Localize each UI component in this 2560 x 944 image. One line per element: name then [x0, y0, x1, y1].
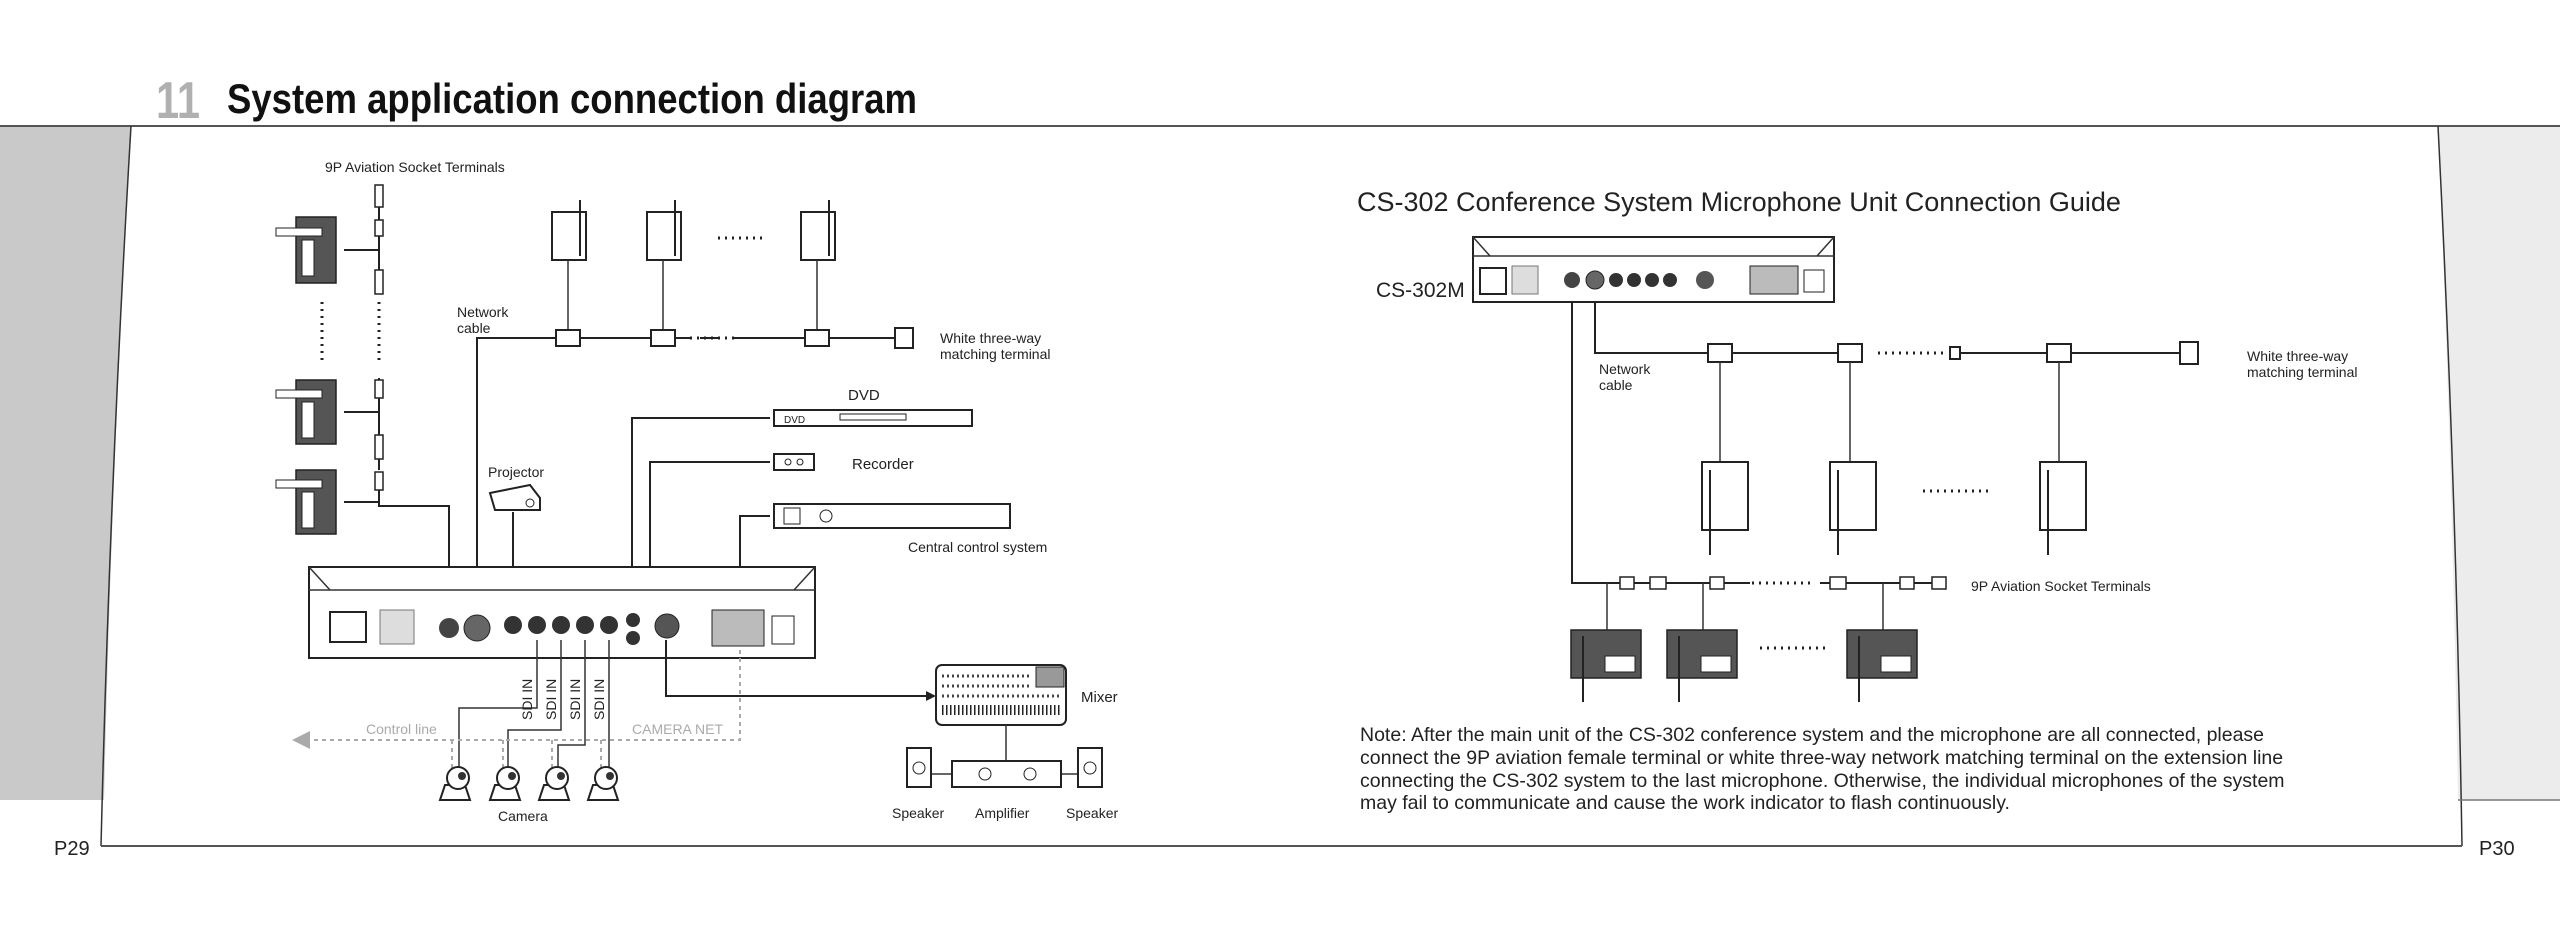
mixer-cable [665, 640, 932, 697]
cs-302m-main-unit [1472, 236, 1835, 303]
speaker-left-label: Speaker [892, 805, 944, 821]
right-page-title: CS-302 Conference System Microphone Unit… [1357, 187, 2121, 217]
note-line: Note: After the main unit of the CS-302 … [1360, 724, 2264, 746]
dvd-label: DVD [848, 387, 880, 404]
network-cable-label-2: cable [457, 320, 491, 336]
speaker-right [1077, 747, 1103, 788]
left-diagram: 9P Aviation Socket Terminals Network cab… [275, 159, 1118, 824]
three-way-terminal-label: White three-way [940, 330, 1041, 346]
desk-unit [1846, 583, 1918, 702]
camera-net-label: CAMERA NET [632, 721, 723, 737]
page-outline-left [100, 125, 132, 847]
central-control-unit [773, 503, 1011, 529]
dvd-panel-text: DVD [784, 415, 805, 426]
dvd-player: DVD [773, 409, 973, 427]
three-way-terminal-label-2: matching terminal [2247, 364, 2358, 380]
network-cable-label-2: cable [1599, 377, 1633, 393]
amp-cable [931, 725, 1078, 775]
three-way-connectors [1707, 341, 2199, 365]
sdi-in-label: SDI IN [567, 679, 583, 720]
desk-unit [1570, 583, 1642, 702]
page-number-right: P30 [2479, 838, 2515, 860]
ptz-camera [586, 766, 620, 801]
network-chain-cable [1594, 302, 1860, 354]
three-way-terminal-label-2: matching terminal [940, 346, 1051, 362]
control-line-label: Control line [366, 721, 437, 737]
left-margin-panel [0, 126, 131, 800]
aviation-connectors [1619, 576, 1947, 590]
sdi-in-label: SDI IN [591, 679, 607, 720]
right-margin-panel [2438, 126, 2560, 800]
section-number: 11 [156, 72, 200, 130]
ptz-camera [537, 766, 571, 801]
sdi-in-label: SDI IN [519, 679, 535, 720]
aviation-socket-label: 9P Aviation Socket Terminals [325, 159, 505, 175]
desk-unit [275, 379, 337, 445]
note-line: connecting the CS-302 system to the last… [1360, 770, 2285, 792]
speaker-right-label: Speaker [1066, 805, 1118, 821]
gooseneck-mic [800, 200, 836, 338]
desk-unit [275, 216, 337, 284]
central-control-label: Central control system [908, 539, 1047, 555]
main-unit-label: CS-302M [1376, 279, 1465, 302]
mixer-label: Mixer [1081, 689, 1118, 706]
amplifier-label: Amplifier [975, 805, 1030, 821]
conference-mic [1829, 362, 1877, 555]
recorder-label: Recorder [852, 456, 914, 473]
projector-label: Projector [488, 464, 544, 480]
sdi-in-label: SDI IN [543, 679, 559, 720]
gooseneck-mic [646, 200, 682, 338]
page-title: System application connection diagram [227, 75, 917, 122]
note-line: may fail to communicate and cause the wo… [1360, 792, 2010, 814]
ptz-camera [438, 766, 472, 801]
conference-mic [2039, 362, 2087, 555]
mixer [935, 664, 1067, 726]
speaker-left [906, 747, 932, 788]
conference-mic [1701, 362, 1749, 555]
gooseneck-mic [551, 200, 587, 338]
camera-label: Camera [498, 808, 548, 824]
aviation-chain-cable [344, 185, 450, 590]
page-outline-right [2437, 125, 2463, 847]
network-cable-label: Network [457, 304, 509, 320]
recorder [773, 453, 815, 471]
control-line [300, 650, 741, 770]
sdi-cables [458, 640, 610, 780]
network-cable-label: Network [1599, 361, 1651, 377]
aviation-connectors [374, 184, 384, 491]
recorder-cable [649, 461, 770, 600]
note-line: connect the 9P aviation female terminal … [1360, 747, 2283, 769]
three-way-connectors [555, 327, 914, 349]
control-line-arrow-icon [292, 731, 310, 749]
amplifier [951, 760, 1062, 788]
aviation-socket-label: 9P Aviation Socket Terminals [1971, 578, 2151, 594]
projector [488, 483, 541, 511]
aviation-chain-cable [1571, 302, 1943, 584]
ptz-camera [488, 766, 522, 801]
desk-unit [275, 469, 337, 535]
right-diagram: CS-302 Conference System Microphone Unit… [1357, 187, 2358, 814]
desk-unit [1666, 583, 1738, 702]
dotted-continuation [320, 302, 381, 360]
three-way-terminal-label: White three-way [2247, 348, 2348, 364]
main-unit-rear-panel [308, 566, 816, 659]
page-number-left: P29 [54, 838, 90, 860]
dvd-cable [631, 417, 770, 600]
mixer-arrow-icon [926, 691, 936, 701]
